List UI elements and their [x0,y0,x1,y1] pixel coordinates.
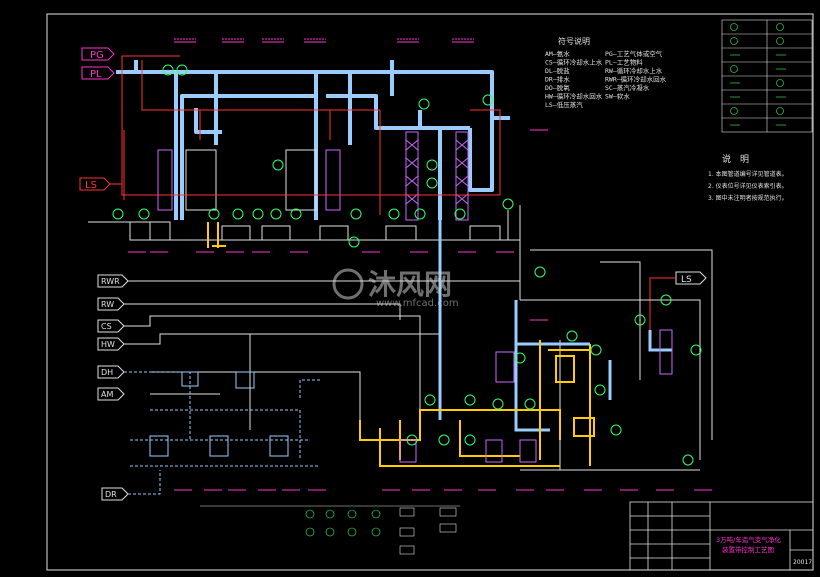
title-block-sheet-number: 20017 [793,559,812,566]
stream-tag-hw-label: HW [101,340,115,349]
stream-tag-ls-left-label: LS [85,180,97,191]
stream-tag-dr: DR [101,487,129,501]
utility-equipment-lower [124,371,320,495]
list-line: RWR—循环冷却水回水 [605,75,667,84]
stream-tag-ls-right: LS [675,271,707,285]
list-line: DL—脱盐 [545,66,570,75]
cooler-1 [157,149,341,211]
control-valves-upper [207,222,226,248]
stream-tag-dr-label: DR [105,490,117,499]
stream-tag-ls-right-label: LS [681,275,692,285]
list-line: CS—循环冷却水上水 [545,58,603,67]
stream-tag-dh: DH [97,365,125,379]
list-line: PG—工艺气体或空气 [605,49,663,58]
instrument-legend [200,505,460,555]
wash-tower-2 [455,131,469,221]
stream-tag-dh-label: DH [101,368,113,377]
stream-tag-pl: PL [81,66,115,80]
list-line: LS—低压蒸汽 [545,100,583,109]
line-number-labels-upper [128,129,548,321]
watermark-url: www.mfcad.com [376,298,459,309]
stream-tag-rw-label: RW [101,300,114,309]
watermark: 沐风网 www.mfcad.com [332,268,459,309]
stream-tag-am-label: AM [101,390,113,399]
instrument-bubbles-upper [112,64,514,248]
stream-tag-cs-label: CS [101,322,112,331]
title-block [629,501,814,571]
stream-tag-hw: HW [97,337,125,351]
process-gas-piping [116,60,510,220]
right-section-blue [438,220,672,432]
list-line: HW—循环冷却水回水 [545,92,603,101]
stream-tag-pg: PG [81,47,115,61]
right-section-yellow [359,340,595,467]
design-notes: 说 明 1. 本图管道编号详见管道表。 2. 仪表位号详见仪表索引表。 3. 图中未… [708,153,788,202]
list-line: SW—软水 [605,92,630,101]
wash-tower-1 [405,131,419,221]
list-line: 3. 图中未注明者按规范执行。 [708,194,788,202]
right-section-white [520,249,713,471]
stream-tag-rw: RW [97,297,125,311]
title-block-subtitle: 装置带控制工艺图 [722,545,774,554]
stream-tag-rwr-label: RWR [101,277,120,286]
pumps-row-upper [88,205,521,300]
stream-tag-cs: CS [97,319,125,333]
symbol-legend-title: 符号说明 [558,36,590,46]
list-line: 2. 仪表位号详见仪表索引表。 [708,182,788,190]
right-section-equipment [399,329,673,463]
list-line: 1. 本图管道编号详见管道表。 [708,170,788,178]
design-notes-title: 说 明 [722,153,749,165]
instrument-bubbles-right [406,266,702,466]
stream-tag-pg-label: PG [90,50,104,61]
symbol-table [721,19,813,133]
list-line: DO—脱氧 [545,83,570,92]
steam-lines [110,55,676,330]
stream-tag-pl-label: PL [90,69,102,80]
stream-tag-rwr: RWR [97,274,129,288]
list-line: DR—排水 [545,75,570,84]
title-block-title: 3万吨/年造气变气净化 [716,535,781,544]
list-line: PL—工艺物料 [605,58,643,67]
list-line: SC—蒸汽冷凝水 [605,83,650,92]
drawing-border [46,13,814,571]
top-line-labels [174,38,474,43]
list-line: AM—氨水 [545,49,570,58]
list-line: RW—循环冷却水上水 [605,66,663,75]
design-notes-items: 1. 本图管道编号详见管道表。 2. 仪表位号详见仪表索引表。 3. 图中未注明者按… [708,170,788,202]
stream-tag-am: AM [97,387,125,401]
stream-tag-ls-left: LS [79,177,111,191]
watermark-brand: 沐风网 [368,268,452,301]
